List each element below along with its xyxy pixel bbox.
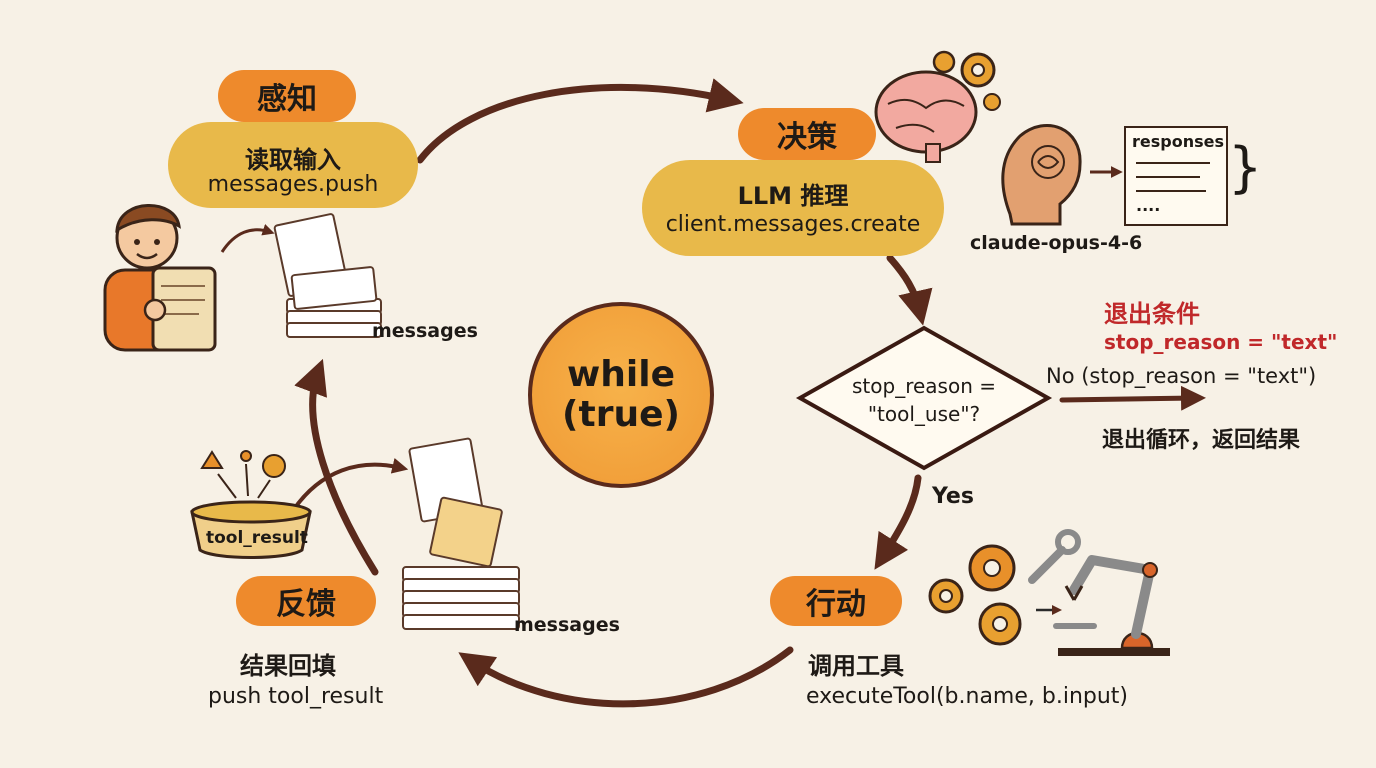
act-subtitle: 调用工具	[808, 652, 904, 680]
arrow-condition-to-exit	[1059, 385, 1206, 411]
brain-gears-icon	[874, 50, 1001, 163]
perceive-messages-label: messages	[372, 320, 478, 342]
act-code: executeTool(b.name, b.input)	[806, 684, 1129, 709]
act-title: 行动	[806, 587, 866, 622]
feedback-title: 反馈	[276, 587, 336, 622]
responses-label: responses	[1132, 132, 1224, 151]
while-label: while	[567, 354, 675, 395]
model-head-icon	[1001, 124, 1082, 226]
tools-gears-icon	[928, 544, 1022, 646]
perceive-blob	[168, 122, 418, 208]
person-reading-icon	[103, 204, 217, 352]
decide-blob	[642, 160, 944, 256]
arrow-condition-to-act	[874, 474, 922, 570]
perceive-docs-icon	[270, 210, 390, 350]
exit-action-label: 退出循环，返回结果	[1102, 428, 1301, 453]
condition-line2: "tool_use"?	[867, 402, 981, 426]
feedback-title-pill: 反馈	[236, 576, 376, 626]
condition-line1: stop_reason =	[852, 374, 996, 398]
tool-result-bowl-icon	[190, 450, 312, 559]
responses-brace-icon: }	[1228, 136, 1263, 199]
decide-title-pill: 决策	[738, 108, 876, 160]
decide-title: 决策	[777, 120, 837, 155]
feedback-code: push tool_result	[208, 684, 384, 709]
feedback-subtitle: 结果回填	[240, 652, 336, 680]
no-label: No (stop_reason = "text")	[1046, 364, 1317, 388]
condition-diamond	[795, 325, 1053, 471]
true-label: (true)	[562, 394, 680, 435]
responses-card: responses ....	[1124, 126, 1228, 226]
wrench-icon	[1028, 529, 1081, 584]
exit-condition-title: 退出条件	[1104, 300, 1200, 328]
arrow-act-to-feedback	[458, 646, 794, 708]
tool-result-label: tool_result	[206, 528, 308, 548]
perceive-title: 感知	[257, 82, 317, 117]
yes-label: Yes	[932, 484, 974, 509]
exit-condition-code: stop_reason = "text"	[1104, 330, 1338, 354]
arrow-feedback-to-perceive	[294, 358, 379, 576]
responses-ellipsis: ....	[1136, 196, 1161, 215]
feedback-docs-icon	[398, 437, 528, 638]
arrow-bowl-to-docs	[290, 457, 409, 514]
perceive-title-pill: 感知	[218, 70, 356, 122]
arrow-person-to-docs	[220, 224, 275, 253]
arrow-perceive-to-decide	[416, 78, 744, 164]
feedback-messages-label: messages	[514, 614, 620, 636]
arrow-decide-to-condition	[886, 254, 933, 326]
robot-arm-icon	[1053, 555, 1170, 656]
decide-code: client.messages.create	[665, 212, 921, 237]
perceive-code: messages.push	[207, 172, 379, 197]
perceive-subtitle: 读取输入	[245, 146, 341, 174]
act-title-pill: 行动	[770, 576, 902, 626]
decide-subtitle: LLM 推理	[737, 182, 849, 210]
model-label: claude-opus-4-6	[970, 232, 1143, 254]
while-true-loop-node: while (true)	[528, 302, 714, 488]
